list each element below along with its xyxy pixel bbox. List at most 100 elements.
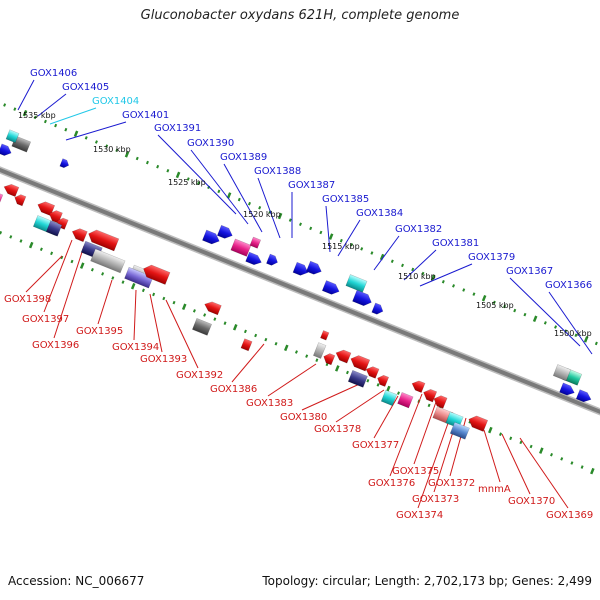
reverse-gene <box>411 380 426 393</box>
scale-tick <box>519 440 523 445</box>
scale-tick <box>223 321 227 325</box>
scale-tick <box>503 304 507 309</box>
forward-gene-label: GOX1391 <box>154 123 201 134</box>
scale-tick <box>111 276 115 280</box>
scale-tick <box>258 206 262 210</box>
leader-line <box>43 239 73 313</box>
gene-feature <box>124 266 154 289</box>
forward-gene-label: GOX1389 <box>220 152 267 163</box>
reverse-gene-label: GOX1397 <box>22 314 69 325</box>
scale-tick <box>162 296 166 301</box>
scale-tick <box>54 123 58 128</box>
scale-tick <box>370 251 374 255</box>
reverse-gene-label: GOX1376 <box>368 478 415 489</box>
reverse-gene <box>335 349 352 364</box>
leader-line <box>548 291 593 355</box>
scale-tick <box>254 333 258 338</box>
scale-tick <box>462 288 466 292</box>
scale-tick <box>574 333 578 337</box>
forward-gene-label: GOX1382 <box>395 224 442 235</box>
forward-gene <box>266 253 278 266</box>
gene-feature <box>380 389 398 407</box>
leader-line <box>49 107 97 125</box>
gene-feature <box>0 189 4 207</box>
scale-tick <box>130 282 136 290</box>
leader-line <box>373 395 399 439</box>
scale-tick <box>499 432 502 436</box>
leader-line <box>335 389 385 423</box>
reverse-gene-label: GOX1398 <box>4 294 51 305</box>
scale-tick <box>294 350 298 354</box>
reverse-gene-label: GOX1377 <box>352 440 399 451</box>
scale-tick <box>350 243 353 247</box>
gene-feature <box>345 274 368 293</box>
forward-gene-label: GOX1381 <box>432 238 479 249</box>
forward-gene-label: GOX1367 <box>506 266 553 277</box>
reverse-gene <box>468 415 489 432</box>
gene-feature <box>5 129 20 144</box>
forward-gene <box>321 280 340 295</box>
scale-tick <box>472 292 476 296</box>
scale-tick <box>141 288 145 293</box>
scale-tick <box>166 169 170 173</box>
reverse-gene <box>204 301 222 316</box>
scale-tick <box>570 461 574 465</box>
gene-feature <box>240 338 253 352</box>
gene-feature <box>11 135 32 153</box>
scale-tick <box>43 119 47 124</box>
scale-tick <box>152 292 156 297</box>
gene-feature <box>552 364 571 382</box>
scale-tick <box>243 329 247 334</box>
scale-tick <box>50 251 54 256</box>
scale-label: 1515 kbp <box>322 242 360 251</box>
scale-tick <box>39 247 43 251</box>
scale-tick <box>334 365 340 372</box>
forward-gene-label: GOX1387 <box>288 180 335 191</box>
forward-gene <box>245 251 262 266</box>
scale-tick <box>90 267 94 272</box>
reverse-gene-label: GOX1378 <box>314 424 361 435</box>
reverse-gene <box>88 229 120 252</box>
leader-line <box>53 245 85 339</box>
forward-gene-label: GOX1401 <box>122 110 169 121</box>
reverse-gene-label: GOX1369 <box>546 510 593 521</box>
scale-tick <box>543 321 547 325</box>
gene-feature <box>313 342 327 359</box>
scale-tick <box>64 127 68 132</box>
scale-tick <box>121 280 125 284</box>
gene-features <box>0 129 592 440</box>
scale-tick <box>299 222 302 226</box>
reverse-gene <box>377 374 390 387</box>
scale-tick <box>554 325 558 329</box>
leader-line <box>97 279 113 325</box>
backbone-shadow <box>0 166 600 416</box>
scale-tick <box>560 457 564 461</box>
reverse-gene-label: GOX1396 <box>32 340 79 351</box>
scale-tick <box>427 403 431 408</box>
scale-tick <box>13 107 17 111</box>
scale-tick <box>277 212 283 220</box>
scale-tick <box>532 315 538 323</box>
forward-gene <box>216 224 233 239</box>
gene-feature <box>397 392 414 409</box>
scale-tick <box>594 341 598 346</box>
leader-line <box>373 235 400 271</box>
leader-line <box>413 401 437 465</box>
forward-gene-label: GOX1366 <box>545 280 592 291</box>
scale-tick <box>172 300 176 305</box>
scale-tick <box>247 201 251 206</box>
scale-label: 1510 kbp <box>398 272 436 281</box>
scale-tick <box>539 447 544 454</box>
scale-tick <box>396 391 400 395</box>
reverse-gene-label: GOX1393 <box>140 354 187 365</box>
leader-line <box>65 121 127 141</box>
reverse-gene-label: GOX1395 <box>76 326 123 337</box>
leader-line <box>25 255 63 293</box>
scale-tick <box>217 189 221 194</box>
scale-tick <box>124 151 130 158</box>
scale-tick <box>315 358 319 362</box>
scale-tick <box>481 294 487 302</box>
reverse-gene <box>423 389 438 403</box>
gene-feature <box>347 369 368 388</box>
